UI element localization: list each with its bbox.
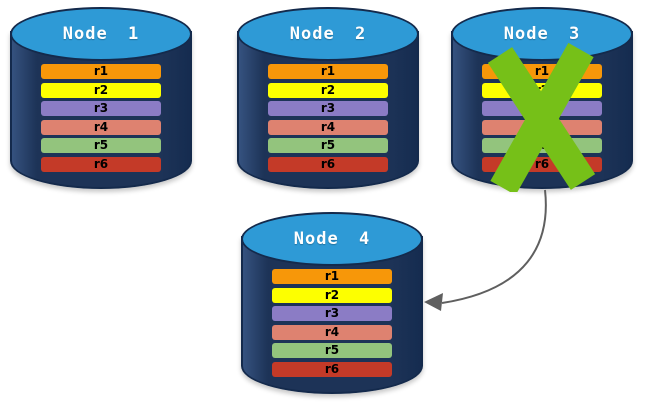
node-1-cylinder-top: Node 1	[10, 7, 192, 61]
node-1-row-r3: r3	[41, 101, 161, 116]
node-2-cylinder-top: Node 2	[237, 7, 419, 61]
node-3-title: Node 3	[503, 24, 581, 44]
node-4-cylinder-top: Node 4	[241, 212, 423, 266]
node-2-title: Node 2	[289, 24, 367, 44]
node-3-row-r6: r6	[482, 156, 602, 172]
node-3-row-r1: r1	[482, 64, 602, 79]
node-1-row-r2: r2	[41, 82, 161, 98]
node-4-rows: r1 r2 r3 r4 r5 r6	[272, 269, 392, 377]
node-1-row-r6: r6	[41, 156, 161, 172]
node-1-rows: r1 r2 r3 r4 r5 r6	[41, 64, 161, 172]
node-1-title: Node 1	[62, 24, 140, 44]
node-4-row-r2: r2	[272, 287, 392, 303]
node-4-row-r5: r5	[272, 343, 392, 358]
node-2-row-r2: r2	[268, 82, 388, 98]
node-3-row-r2: r2	[482, 82, 602, 98]
node-4-row-r6: r6	[272, 361, 392, 377]
node-4-row-r3: r3	[272, 306, 392, 321]
node-2-cylinder: Node 2 r1 r2 r3 r4 r5 r6	[237, 7, 419, 189]
node-2-row-r6: r6	[268, 156, 388, 172]
node-3-row-r5: r5	[482, 138, 602, 153]
node-1-row-r1: r1	[41, 64, 161, 79]
node-2-row-r3: r3	[268, 101, 388, 116]
node-2-rows: r1 r2 r3 r4 r5 r6	[268, 64, 388, 172]
node-4-cylinder: Node 4 r1 r2 r3 r4 r5 r6	[241, 212, 423, 394]
node-3-cylinder: Node 3 r1 r2 r3 r4 r5 r6	[451, 7, 633, 189]
node-1-row-r4: r4	[41, 119, 161, 135]
node-2-row-r1: r1	[268, 64, 388, 79]
node-4-title: Node 4	[293, 229, 371, 249]
node-3-row-r3: r3	[482, 101, 602, 116]
node-1-cylinder: Node 1 r1 r2 r3 r4 r5 r6	[10, 7, 192, 189]
node-1-row-r5: r5	[41, 138, 161, 153]
node-4-row-r4: r4	[272, 324, 392, 340]
node-4-row-r1: r1	[272, 269, 392, 284]
node-3-cylinder-top: Node 3	[451, 7, 633, 61]
node-2-row-r4: r4	[268, 119, 388, 135]
node-3-rows: r1 r2 r3 r4 r5 r6	[482, 64, 602, 172]
node-3-row-r4: r4	[482, 119, 602, 135]
arrowhead-icon	[424, 293, 443, 311]
node-2-row-r5: r5	[268, 138, 388, 153]
